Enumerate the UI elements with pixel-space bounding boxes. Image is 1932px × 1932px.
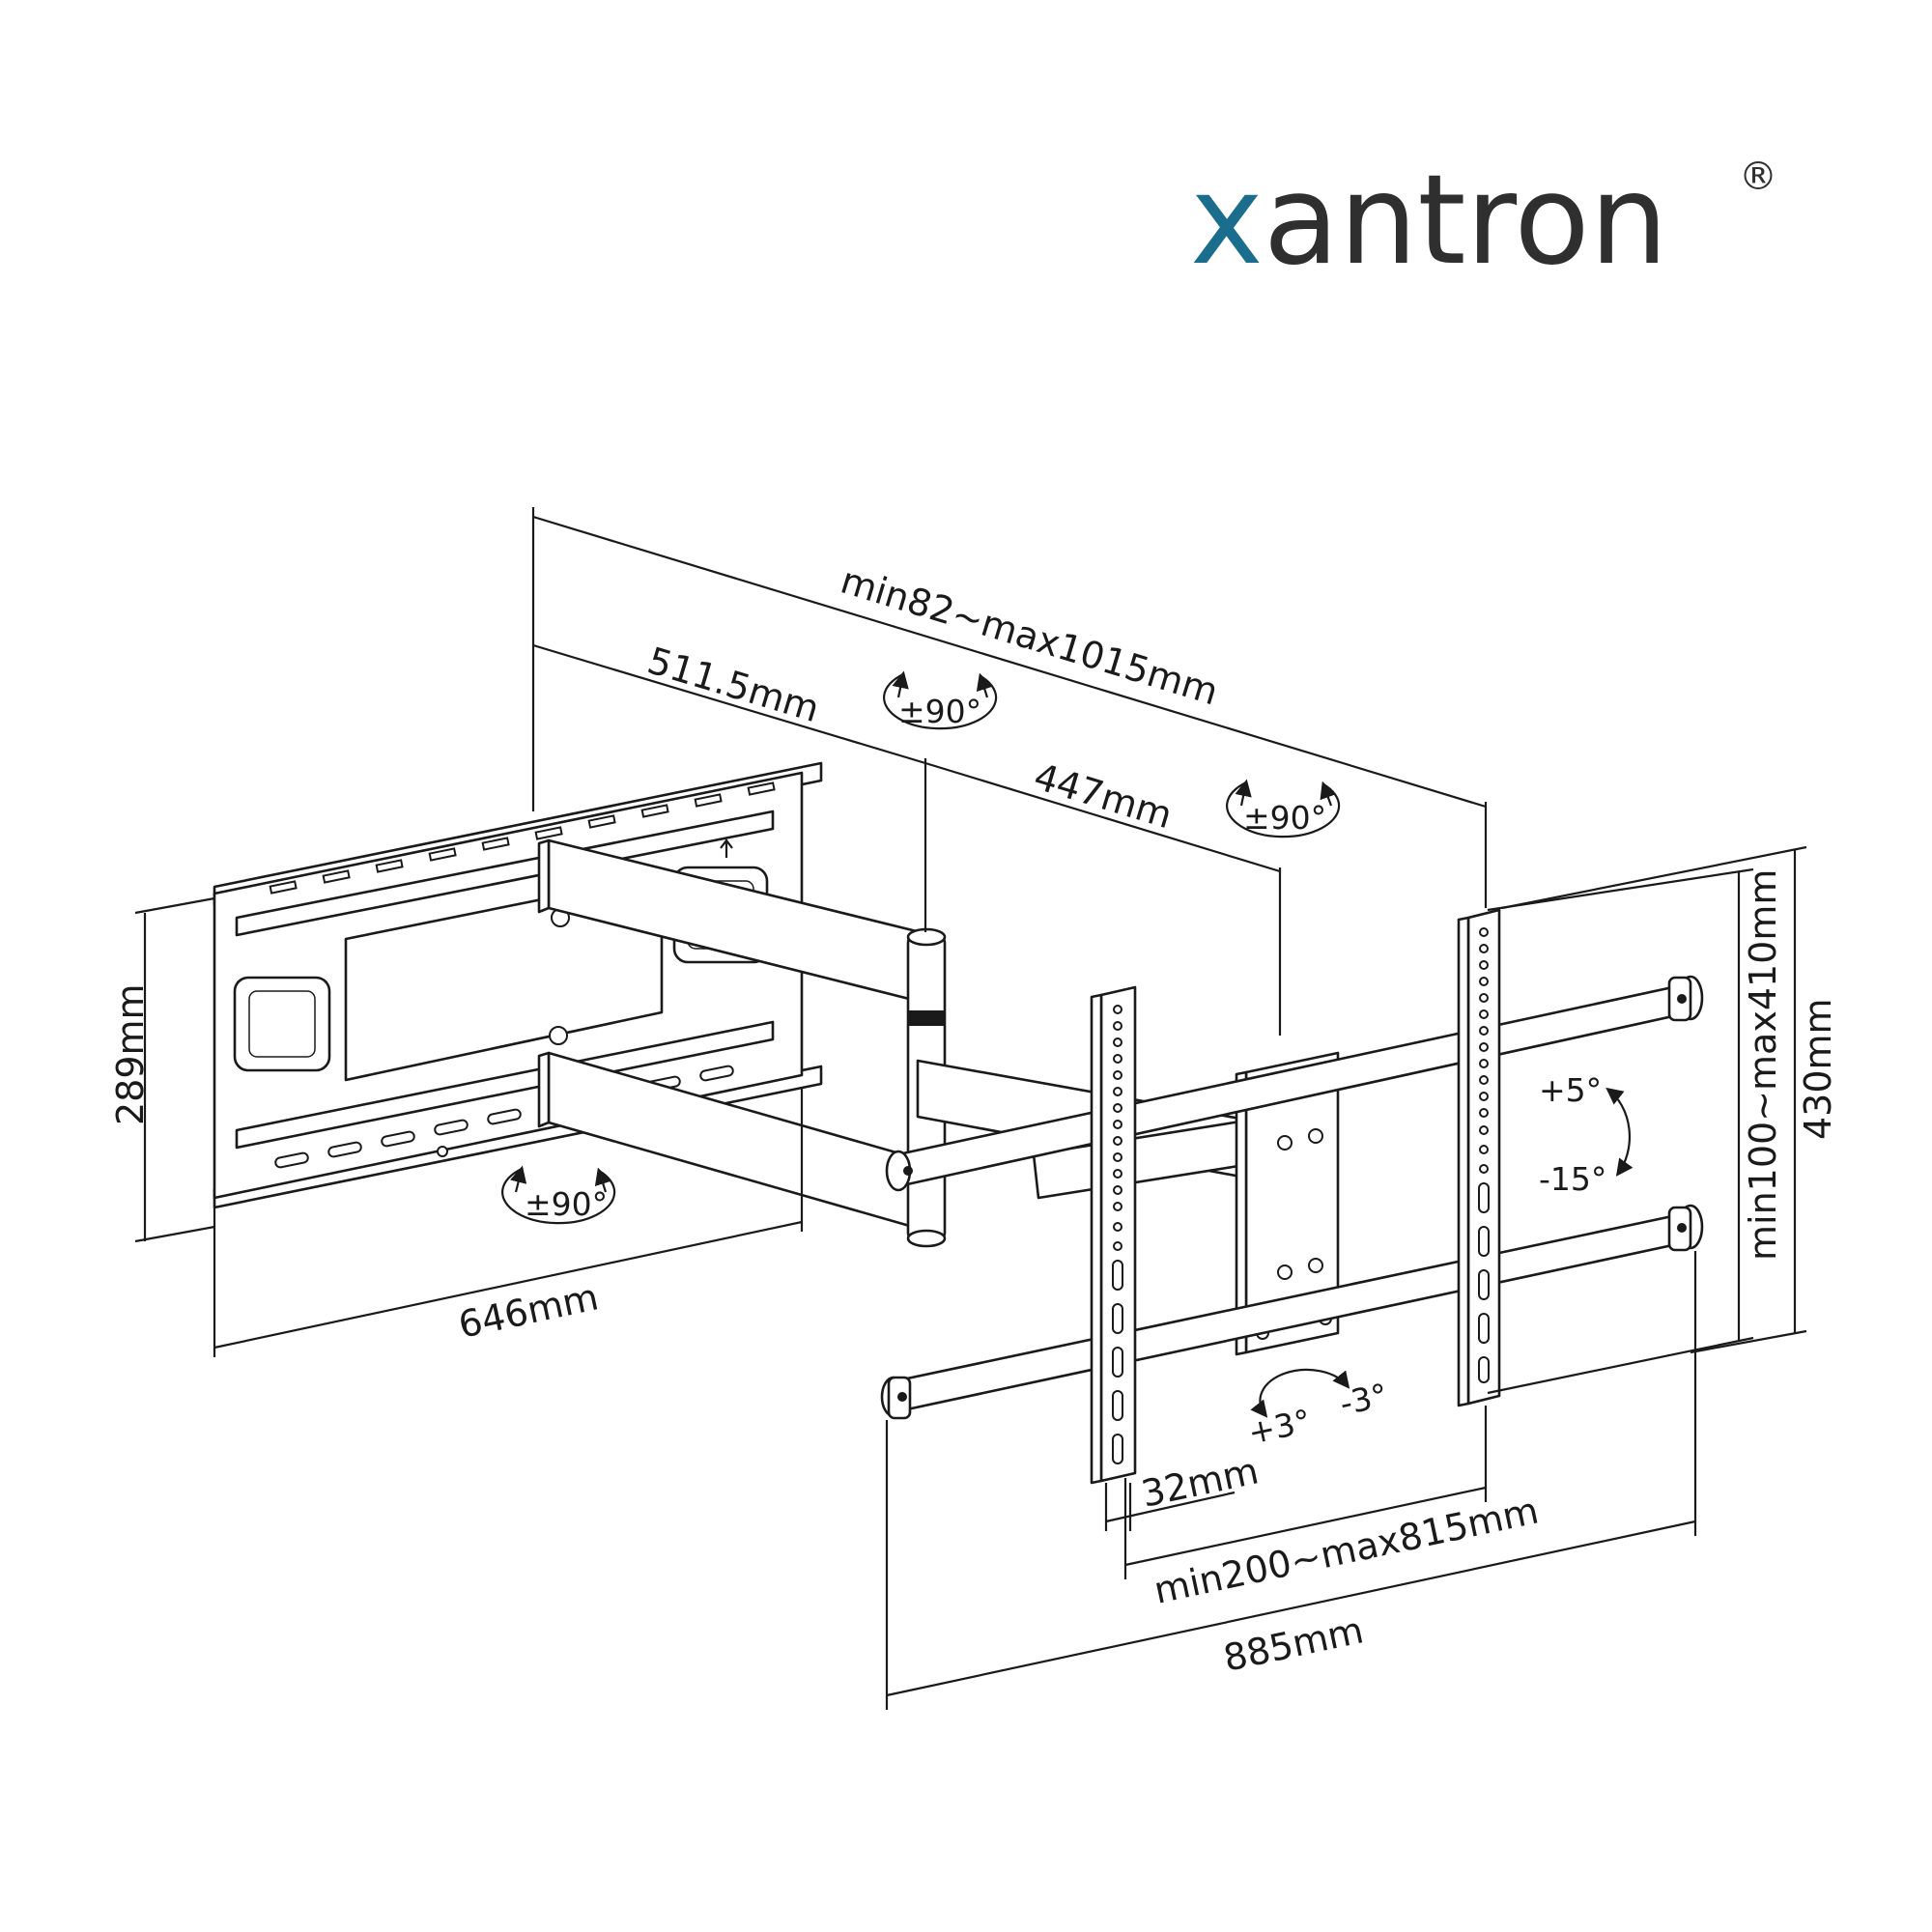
arm-first-label: 511.5mm [642, 639, 824, 730]
bracket-height-label: 430mm [1797, 998, 1839, 1140]
tv-bracket-right [1457, 908, 1501, 1407]
dimension-lines [134, 507, 1807, 1710]
swivel-indicator-top [883, 670, 998, 730]
brand-logo-x: x [1190, 149, 1264, 293]
svg-text:xantron: xantron [1190, 149, 1668, 293]
tilt-up-label: +5° [1539, 1071, 1602, 1109]
brand-logo: xantron ® [1190, 149, 1777, 293]
swivel-wall-label: ±90° [525, 1185, 608, 1223]
registered-mark: ® [1739, 155, 1777, 199]
tilt-indicator [1605, 1087, 1634, 1177]
vesa-vertical-label: min100~max410mm [1742, 869, 1784, 1261]
swivel-indicator-middle [1226, 779, 1341, 838]
swivel-indicator-wall [501, 1165, 616, 1225]
swivel-top-label: ±90° [898, 693, 981, 730]
wall-plate-top-slots [269, 781, 776, 895]
rotation-indicator [1250, 1368, 1350, 1418]
tilt-head-plate [1235, 1051, 1340, 1356]
rotate-plus-label: +3° [1245, 1402, 1315, 1452]
tv-bracket-left [1090, 985, 1137, 1485]
wall-plate-width-label: 646mm [455, 1275, 603, 1347]
brand-logo-rest: antron [1264, 149, 1668, 293]
swivel-middle-label: ±90° [1243, 799, 1326, 837]
tilt-down-label: -15° [1539, 1160, 1606, 1198]
arm-second-label: 447mm [1029, 755, 1177, 838]
wall-plate-height-label: 289mm [109, 983, 152, 1125]
wall-plate-cutout-left [233, 976, 331, 1072]
vesa-horizontal-label: min200~max815mm [1151, 1489, 1543, 1611]
overall-extension-label: min82~max1015mm [836, 559, 1223, 714]
bracket-width-label: 32mm [1138, 1449, 1263, 1515]
